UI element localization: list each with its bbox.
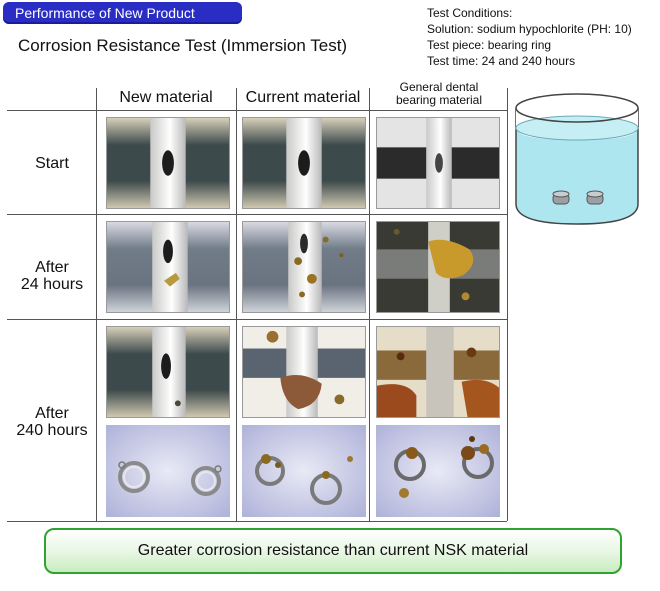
immersion-beaker-illustration (512, 88, 642, 228)
photo-dental-start (376, 117, 500, 209)
photo-current-start (242, 117, 366, 209)
photo-current-240h (242, 326, 366, 418)
photo-dental-240h (376, 326, 500, 418)
grid-line (507, 88, 508, 521)
photo-new-start (106, 117, 230, 209)
grid-line (7, 110, 507, 111)
column-header-new-material: New material (119, 89, 213, 106)
summary-banner: Greater corrosion resistance than curren… (44, 528, 622, 574)
row-label-start: Start (35, 155, 69, 172)
conditions-test-piece: Test piece: bearing ring (427, 38, 552, 52)
photo-new-24h (106, 221, 230, 313)
dish-photo-dental-240h (376, 425, 500, 517)
grid-line (96, 88, 97, 521)
conditions-test-time: Test time: 24 and 240 hours (427, 54, 576, 68)
conditions-solution: Solution: sodium hypochlorite (PH: 10) (427, 22, 632, 36)
row-label-240-hours: After 240 hours (16, 405, 88, 439)
grid-line (7, 521, 507, 522)
page-title: Corrosion Resistance Test (Immersion Tes… (18, 36, 348, 55)
grid-line (7, 319, 507, 320)
conditions-heading: Test Conditions: (427, 6, 513, 20)
grid-line (369, 88, 370, 521)
photo-current-24h (242, 221, 366, 313)
test-conditions: Test Conditions: Solution: sodium hypoch… (427, 5, 632, 69)
grid-line (7, 214, 507, 215)
row-label-24-hours: After 24 hours (20, 259, 84, 293)
grid-line (236, 88, 237, 521)
photo-dental-24h (376, 221, 500, 313)
column-header-current-material: Current material (245, 89, 361, 106)
dish-photo-current-240h (242, 425, 366, 517)
dish-photo-new-240h (106, 425, 230, 517)
column-header-dental-material: General dental bearing material (395, 80, 483, 107)
section-badge: Performance of New Product (3, 2, 242, 24)
photo-new-240h (106, 326, 230, 418)
